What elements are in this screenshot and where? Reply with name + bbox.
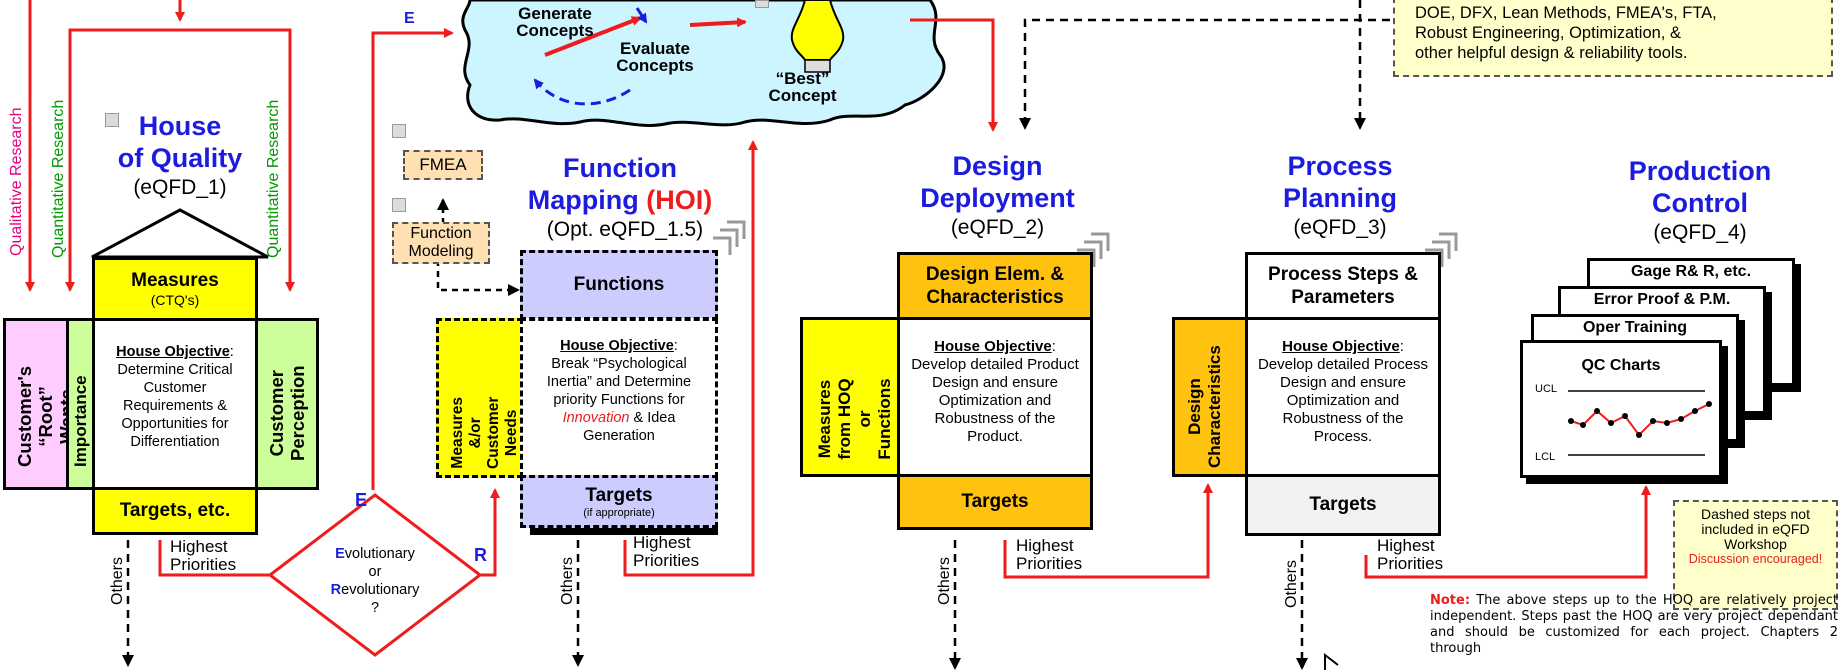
pp-objective-text: House Objective: Develop detailed Proces… (1257, 338, 1429, 445)
hoq-others-label: Others (109, 556, 126, 605)
placeholder-square (392, 124, 406, 138)
fm-highest-label: Highest Priorities (633, 533, 700, 570)
hoq-subtitle: (eQFD_1) (133, 176, 227, 199)
decision-text: Evolutionary or Revolutionary ? (330, 546, 420, 616)
dd-title: Design Deployment (920, 151, 1075, 213)
fm-others-label: Others (559, 556, 576, 605)
hoq-ctqs-label: (CTQ's) (150, 292, 200, 308)
fm-objective-box: House Objective: Break “Psychological In… (520, 318, 718, 478)
pp-left-label: Design Characteristics (1185, 345, 1224, 468)
project-note-label: Note: (1430, 593, 1471, 608)
dashed-steps-note: Dashed steps not included in eQFD Worksh… (1673, 500, 1838, 610)
fm-measures-box: Measures &/or Customer Needs from HOQ (436, 318, 556, 478)
pp-targets-box: Targets (1245, 474, 1441, 536)
pp-objective-box: House Objective: Develop detailed Proces… (1245, 317, 1441, 477)
dd-targets-box: Targets (897, 474, 1093, 530)
evaluate-concepts-label: Evaluate Concepts (616, 39, 694, 75)
dd-highest-label: Highest Priorities (1016, 536, 1083, 573)
pp-left-box: Design Characteristics (1172, 317, 1248, 477)
pp-top-box: Process Steps & Parameters (1245, 252, 1441, 320)
hoq-roof (91, 208, 269, 259)
lcl-label: LCL (1535, 451, 1556, 463)
quantitative-research-label-right: Quantitative Research (265, 99, 282, 258)
tools-note-box: DOE, DFX, Lean Methods, FMEA's, FTA, Rob… (1393, 0, 1833, 77)
generate-concepts-label: Generate Concepts (516, 4, 594, 40)
pp-targets-label: Targets (1309, 494, 1377, 515)
stack-marks (713, 220, 1458, 267)
dd-left-label: Measures from HOQ or Functions (815, 378, 894, 460)
hoq-highest-label: Highest Priorities (170, 537, 237, 574)
function-modeling-box: Function Modeling (392, 222, 490, 264)
placeholder-square (105, 113, 119, 127)
hoq-importance-label: Importance (71, 375, 90, 467)
lightbulb-icon (790, 0, 845, 73)
decision-diamond (267, 493, 483, 657)
quantitative-research-label: Quantitative Research (50, 99, 67, 258)
hoq-objective-text: House Objective: Determine Critical Cust… (116, 344, 234, 450)
fm-subtitle: (Opt. eQFD_1.5) (546, 218, 704, 241)
pc-card-qc: QC Charts UCL LCL (1520, 340, 1722, 478)
fm-functions-box: Functions (520, 250, 718, 320)
ucl-label: UCL (1535, 383, 1558, 395)
dd-top-label: Design Elem. & Characteristics (925, 264, 1065, 308)
dd-objective-box: House Objective: Develop detailed Produc… (897, 317, 1093, 477)
placeholder-square (755, 0, 769, 8)
dashed-steps-note-red: Discussion encouraged! (1688, 552, 1823, 566)
dd-top-box: Design Elem. & Characteristics (897, 252, 1093, 320)
project-note-text: The above steps up to the HOQ are relati… (1430, 593, 1838, 656)
dd-objective-text: House Objective: Develop detailed Produc… (911, 338, 1079, 445)
hoq-objective-box: House Objective: Determine Critical Cust… (92, 318, 258, 490)
hoq-perception-box: Customer Perception (255, 318, 319, 490)
pp-subtitle: (eQFD_3) (1293, 216, 1387, 239)
hoq-title: House of Quality (117, 111, 243, 173)
fm-targets-label: Targets (585, 484, 653, 506)
pp-highest-label: Highest Priorities (1377, 536, 1444, 573)
control-chart (1568, 390, 1712, 456)
pp-title: Process Planning (1283, 151, 1397, 213)
dashed-steps-note-text: Dashed steps not included in eQFD Worksh… (1701, 506, 1810, 552)
fmea-box: FMEA (403, 150, 483, 180)
hoq-importance-box: Importance (66, 318, 95, 490)
hoq-measures-box: Measures (CTQ's) (92, 257, 258, 321)
evolutionary-top-label: E (404, 10, 415, 27)
evolutionary-path-label: E (355, 490, 368, 510)
pp-others-label: Others (1283, 559, 1300, 608)
fm-targets-sub: (if appropriate) (583, 506, 655, 519)
placeholder-square (392, 198, 406, 212)
revolutionary-path-label: R (474, 545, 487, 565)
fm-functions-label: Functions (573, 274, 665, 295)
hoq-measures-label: Measures (131, 270, 219, 291)
pp-top-label: Process Steps & Parameters (1268, 264, 1418, 308)
hoq-perception-label: Customer Perception (266, 365, 308, 461)
fm-objective-text: House Objective: Break “Psychological In… (546, 338, 692, 444)
dd-subtitle: (eQFD_2) (950, 216, 1045, 239)
dd-others-label: Others (936, 556, 953, 605)
hoq-targets-label: Targets, etc. (119, 500, 231, 521)
pc-title: Production Control (1628, 156, 1772, 218)
best-concept-label: “Best” Concept (768, 69, 837, 105)
dd-left-box: Measures from HOQ or Functions (800, 317, 900, 477)
pc-subtitle: (eQFD_4) (1653, 221, 1747, 244)
tools-note-text: DOE, DFX, Lean Methods, FMEA's, FTA, Rob… (1415, 4, 1717, 62)
dd-targets-label: Targets (961, 491, 1029, 512)
project-note: Note: The above steps up to the HOQ are … (1430, 593, 1838, 657)
fm-targets-box: Targets (if appropriate) (520, 475, 718, 528)
hoq-targets-box: Targets, etc. (92, 487, 258, 535)
qualitative-research-label: Qualitative Research (8, 107, 25, 256)
hoq-wants-box: Customer's “Root” Wants (3, 318, 77, 490)
